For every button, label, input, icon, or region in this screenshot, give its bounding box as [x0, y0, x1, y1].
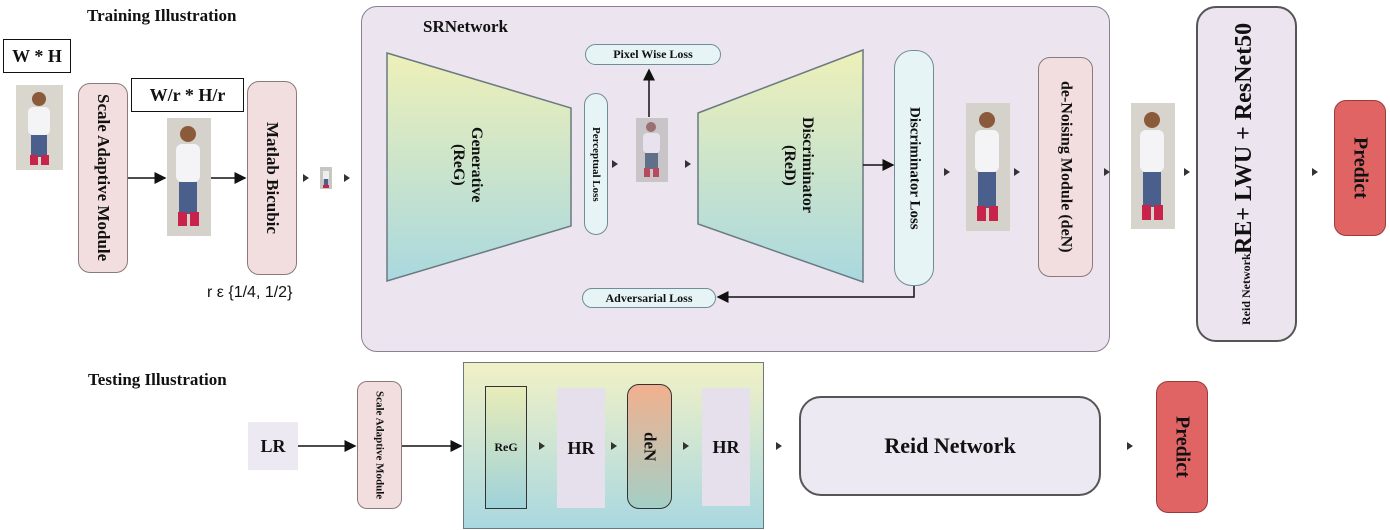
perceptual-loss: Perceptual Loss — [584, 93, 608, 235]
person-image-sr — [636, 118, 668, 182]
den-box: deN — [627, 384, 672, 509]
reduced-size-label: W/r * H/r — [131, 78, 244, 112]
testing-title: Testing Illustration — [88, 370, 227, 389]
person-image-tiny — [320, 167, 332, 189]
person-image-input — [16, 85, 63, 170]
matlab-bicubic: Matlab Bicubic — [247, 81, 297, 275]
input-size-label: W * H — [3, 39, 71, 73]
discriminator-loss: Discriminator Loss — [894, 50, 934, 286]
person-image-sr-output — [966, 103, 1010, 231]
adversarial-loss: Adversarial Loss — [582, 288, 716, 308]
discriminator-label: Discriminator (ReD) — [781, 117, 816, 213]
pixel-wise-loss: Pixel Wise Loss — [585, 44, 721, 65]
reid-big-label: RE+ LWU + ResNet50 — [1231, 22, 1257, 254]
predict-training: Predict — [1334, 100, 1386, 236]
generative-label: Generative (ReG) — [450, 127, 485, 203]
scale-adaptive-module-test: Scale Adaptive Module — [357, 381, 402, 509]
denoising-module: de-Noising Module (deN) — [1038, 57, 1093, 277]
reg-box: ReG — [485, 386, 527, 509]
hr-box-2: HR — [702, 388, 750, 506]
srnetwork-title: SRNetwork — [423, 17, 508, 36]
reid-network-testing: Reid Network — [799, 396, 1101, 496]
person-image-denoised — [1131, 103, 1175, 229]
scale-adaptive-module: Scale Adaptive Module — [78, 83, 128, 273]
lr-box: LR — [248, 422, 298, 470]
ratio-label: r ε {1/4, 1/2} — [207, 284, 293, 301]
person-image-reduced — [167, 118, 211, 236]
predict-testing: Predict — [1156, 381, 1208, 513]
hr-box-1: HR — [557, 388, 605, 508]
training-title: Training Illustration — [87, 6, 237, 25]
reid-network-training: Reid Network RE+ LWU + ResNet50 — [1196, 6, 1297, 342]
reid-small-label: Reid Network — [1239, 253, 1253, 326]
